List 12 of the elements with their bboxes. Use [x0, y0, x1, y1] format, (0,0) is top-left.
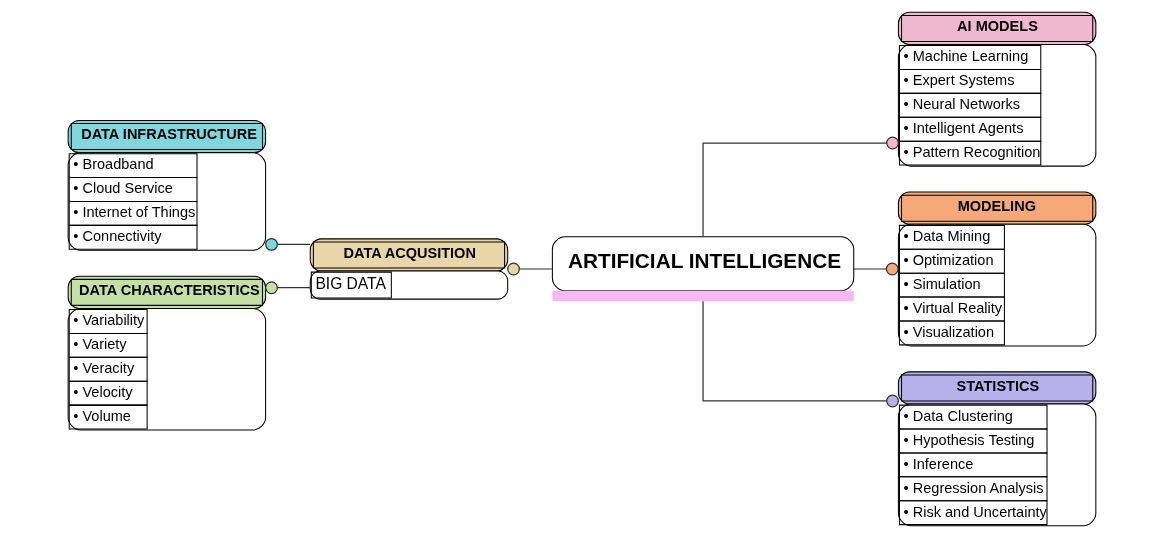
node-label: • Neural Networks — [903, 96, 1021, 113]
node-label: • Pattern Recognition — [903, 143, 1041, 160]
node-label: • Variability — [73, 312, 145, 329]
node-label: • Volume — [73, 407, 131, 424]
node-label: • Veracity — [73, 360, 135, 377]
node-label: • Machine Learning — [903, 48, 1029, 65]
node-text: DATA CHARACTERISTICS — [79, 282, 260, 299]
node-label: • Variety — [73, 336, 127, 353]
node-label: • Intelligent Agents — [903, 120, 1024, 137]
node-label: • Expert Systems — [903, 72, 1015, 89]
node-label: • Velocity — [73, 384, 133, 401]
node-text: AI MODELS — [957, 18, 1038, 35]
